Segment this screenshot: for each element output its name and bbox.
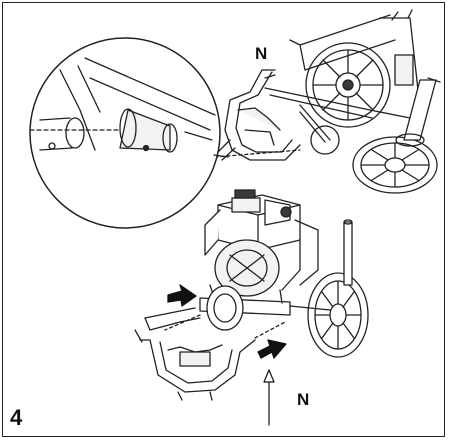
top-assembly [214,9,441,194]
wheel-icon [352,136,438,194]
arrow-icon [257,339,287,359]
wheel-icon [307,272,369,358]
handle-icon [214,69,301,161]
engine-icon [204,189,319,297]
wheel-icon [305,42,391,128]
arrow-icon [263,369,275,426]
arrow-icon [167,284,197,307]
step-number: 4 [10,405,23,430]
frame-tube-icon [29,57,216,153]
zoom-detail [29,37,229,229]
callout-n-bottom: N [297,390,310,409]
bottom-assembly [134,189,369,401]
callout-n-top: N [255,44,268,63]
handle-icon [134,307,256,401]
